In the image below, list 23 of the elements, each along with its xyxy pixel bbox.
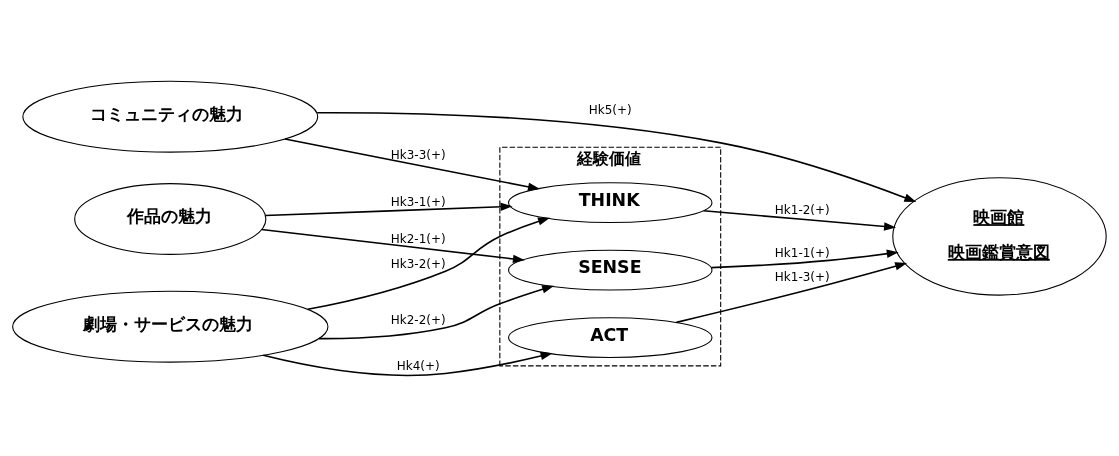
edge-label: Hk3-3(+) [390,147,446,162]
arrow [710,249,899,268]
arrow [260,228,525,263]
node-ellipse: 作品の魅力 [74,182,267,255]
edge-label: Hk4(+) [396,358,440,373]
edge-label: Hk2-2(+) [390,312,446,327]
edge-label: Hk2-1(+) [390,231,446,246]
arrow [306,216,550,310]
arrow [702,209,896,231]
arrow [318,284,555,339]
edge-label: Hk5(+) [588,102,632,117]
edge-label: Hk1-2(+) [774,202,830,217]
arrow [264,202,513,216]
arrow [262,351,553,376]
arrow [284,137,540,191]
edge-label: Hk1-1(+) [774,245,830,260]
arrow [316,111,917,202]
edge-label: Hk1-3(+) [774,269,830,284]
edge-label: Hk3-1(+) [390,194,446,209]
edge-label: Hk3-2(+) [390,256,446,271]
arrow [675,261,908,323]
node-ellipse: 劇場・サービスの魅力 [12,290,329,363]
node-ellipse: コミュニティの魅力 [22,80,319,153]
